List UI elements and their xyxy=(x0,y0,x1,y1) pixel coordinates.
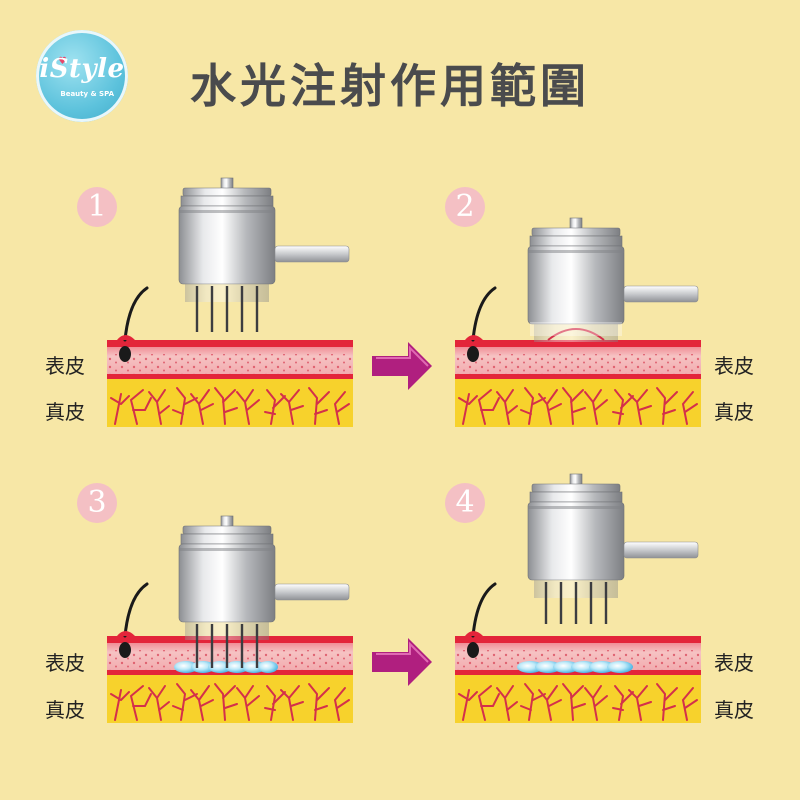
step-1-panel xyxy=(105,177,355,429)
heart-icon: ♥ xyxy=(58,56,67,67)
step-2-panel xyxy=(453,217,703,429)
step-3-injector xyxy=(178,515,350,641)
logo-subtitle: Beauty & SPA xyxy=(60,90,114,98)
step-2-dermis-label: 真皮 xyxy=(714,400,754,424)
step-1-injector xyxy=(178,177,350,303)
istyle-logo: ♥ iStyle Beauty & SPA xyxy=(36,30,128,122)
step-4-epidermis-label: 表皮 xyxy=(714,651,754,675)
step-3-dermis-label: 真皮 xyxy=(45,698,85,722)
step-1-badge: 1 xyxy=(77,187,117,227)
page-title: 水光注射作用範圍 xyxy=(190,59,590,113)
step-4-skin-layers xyxy=(453,582,703,725)
logo-brand: iStyle xyxy=(39,54,125,84)
arrow-icon xyxy=(372,342,432,390)
step-2-epidermis-label: 表皮 xyxy=(714,354,754,378)
step-4-dermis-label: 真皮 xyxy=(714,698,754,722)
step-4-droplets xyxy=(517,661,633,673)
step-4-needles xyxy=(544,582,608,624)
step-1-epidermis-label: 表皮 xyxy=(45,354,85,378)
step-4-badge: 4 xyxy=(445,483,485,523)
step-3-needles xyxy=(195,624,259,668)
step-3-panel xyxy=(105,515,355,725)
step-4-injector xyxy=(527,473,699,599)
step-4-panel xyxy=(453,473,703,725)
step-3-droplets xyxy=(174,661,278,673)
step-3-badge: 3 xyxy=(77,483,117,523)
arrow-icon xyxy=(372,638,432,686)
step-1-needles xyxy=(195,286,259,332)
step-3-epidermis-label: 表皮 xyxy=(45,651,85,675)
step-2-badge: 2 xyxy=(445,187,485,227)
step-1-dermis-label: 真皮 xyxy=(45,400,85,424)
step-1-skin-layers xyxy=(105,286,355,429)
